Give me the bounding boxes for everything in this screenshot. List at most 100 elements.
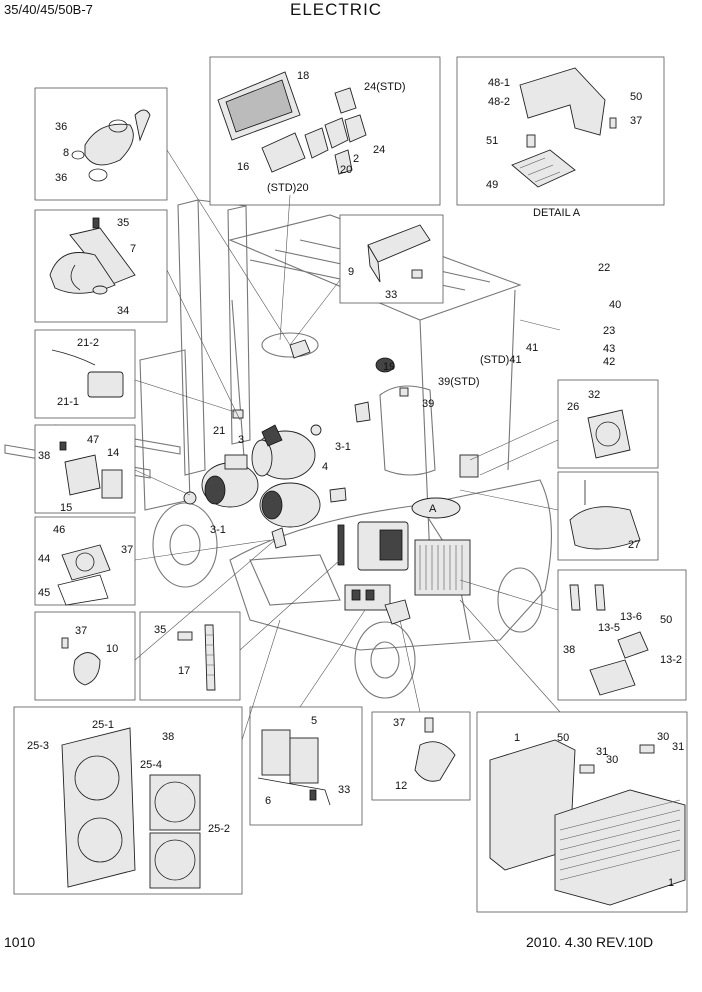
label-6: 6 xyxy=(265,795,271,807)
box-grip xyxy=(34,87,168,201)
label-3-1a: 3-1 xyxy=(335,441,351,453)
label-36a: 36 xyxy=(55,121,67,133)
label-9: 9 xyxy=(348,266,354,278)
label-39: 39 xyxy=(422,398,434,410)
box-13 xyxy=(557,569,687,701)
label-43: 43 xyxy=(603,343,615,355)
label-33a: 33 xyxy=(385,289,397,301)
label-3: 3 xyxy=(238,434,244,446)
leader-lines xyxy=(134,149,561,741)
page-title: ELECTRIC xyxy=(290,0,383,19)
label-23: 23 xyxy=(603,325,615,337)
label-30b: 30 xyxy=(657,731,669,743)
label-44: 44 xyxy=(38,553,50,565)
box-25-fans xyxy=(13,706,243,895)
label-2: 2 xyxy=(353,153,359,165)
box-pedal xyxy=(34,209,168,323)
label-8: 8 xyxy=(63,147,69,159)
label-13-5: 13-5 xyxy=(598,622,620,634)
label-25-3: 25-3 xyxy=(27,740,49,752)
label-37d: 37 xyxy=(393,717,405,729)
label-31a: 31 xyxy=(596,746,608,758)
label-21-1: 21-1 xyxy=(57,396,79,408)
label-50b: 50 xyxy=(660,614,672,626)
label-31b: 31 xyxy=(672,741,684,753)
label-37b: 37 xyxy=(121,544,133,556)
controller-group xyxy=(357,521,471,596)
box-10 xyxy=(34,611,136,701)
label-50a: 50 xyxy=(630,91,642,103)
label-15: 15 xyxy=(60,502,72,514)
label-A: A xyxy=(429,503,437,515)
label-38c: 38 xyxy=(162,731,174,743)
label-46: 46 xyxy=(53,524,65,536)
label-24std: 24(STD) xyxy=(364,81,406,93)
contactor-group xyxy=(344,584,411,625)
label-18: 18 xyxy=(297,70,309,82)
label-1a: 1 xyxy=(514,732,520,744)
label-14: 14 xyxy=(107,447,119,459)
box-27 xyxy=(557,471,659,561)
box-17 xyxy=(139,611,241,701)
label-36b: 36 xyxy=(55,172,67,184)
label-3-1b: 3-1 xyxy=(210,524,226,536)
motor-4 xyxy=(259,482,321,528)
box-9 xyxy=(339,214,444,304)
box-fan-44 xyxy=(34,516,136,606)
label-std20: (STD)20 xyxy=(267,182,309,194)
label-24: 24 xyxy=(373,144,385,156)
label-21: 21 xyxy=(213,425,225,437)
label-47: 47 xyxy=(87,434,99,446)
box-26 xyxy=(557,379,659,469)
label-25-1: 25-1 xyxy=(92,719,114,731)
label-51: 51 xyxy=(486,135,498,147)
label-40: 40 xyxy=(609,299,621,311)
label-32: 32 xyxy=(588,389,600,401)
box-12 xyxy=(371,711,471,801)
label-42: 42 xyxy=(603,356,615,368)
label-12: 12 xyxy=(395,780,407,792)
box-controllers xyxy=(476,711,688,913)
box-contactors xyxy=(249,706,363,826)
label-35a: 35 xyxy=(117,217,129,229)
label-30a: 30 xyxy=(606,754,618,766)
label-4: 4 xyxy=(322,461,328,473)
label-48-1: 48-1 xyxy=(488,77,510,89)
label-27: 27 xyxy=(628,539,640,551)
label-49: 49 xyxy=(486,179,498,191)
label-20: 20 xyxy=(340,164,352,176)
box-detail-a xyxy=(456,56,665,206)
small-mid-parts xyxy=(183,339,479,566)
label-1b: 1 xyxy=(668,877,674,889)
label-5: 5 xyxy=(311,715,317,727)
label-25-4: 25-4 xyxy=(140,759,162,771)
pump-motor-3-1 xyxy=(251,424,316,480)
label-26: 26 xyxy=(567,401,579,413)
callout-labels: 18 24(STD) 24 2 20 16 (STD)20 48-1 48-2 … xyxy=(27,70,684,889)
label-7: 7 xyxy=(130,243,136,255)
page-number: 1010 xyxy=(4,934,36,950)
label-34: 34 xyxy=(117,305,129,317)
label-35b: 35 xyxy=(154,624,166,636)
label-45: 45 xyxy=(38,587,50,599)
box-21 xyxy=(34,329,136,419)
label-38a: 38 xyxy=(38,450,50,462)
box-display-panel xyxy=(209,56,441,206)
drive-motor-3 xyxy=(201,454,259,508)
label-41: 41 xyxy=(526,342,538,354)
label-16: 16 xyxy=(237,161,249,173)
label-10: 10 xyxy=(106,643,118,655)
detail-a-caption: DETAIL A xyxy=(533,207,581,219)
model-code: 35/40/45/50B-7 xyxy=(4,2,93,17)
label-13-6: 13-6 xyxy=(620,611,642,623)
label-17: 17 xyxy=(178,665,190,677)
box-47 xyxy=(34,424,136,514)
label-21-2: 21-2 xyxy=(77,337,99,349)
label-19: 19 xyxy=(383,361,395,373)
label-22: 22 xyxy=(598,262,610,274)
label-33b: 33 xyxy=(338,784,350,796)
label-48-2: 48-2 xyxy=(488,96,510,108)
label-37c: 37 xyxy=(75,625,87,637)
